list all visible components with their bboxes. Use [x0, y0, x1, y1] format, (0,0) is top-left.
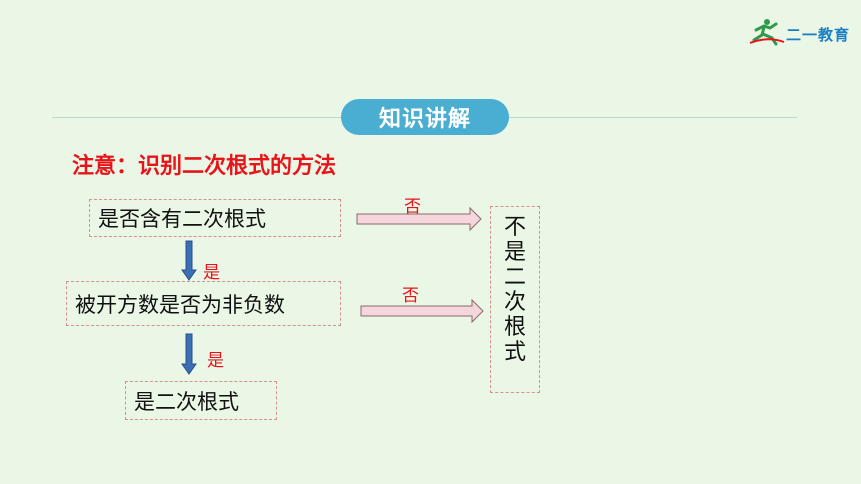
- label-yes-1: 是: [203, 263, 220, 283]
- section-badge: 知识讲解: [341, 99, 509, 135]
- step-is-sqrt-label: 是二次根式: [134, 389, 239, 414]
- arrow-right-icon: [356, 206, 482, 232]
- label-yes-2: 是: [207, 351, 224, 371]
- arrow-right-icon: [360, 298, 484, 324]
- brand-logo-icon: [749, 19, 785, 46]
- result-not-sqrt: 不是二次根式: [490, 206, 540, 393]
- step-is-sqrt: 是二次根式: [125, 381, 277, 420]
- label-no-2: 否: [402, 286, 419, 306]
- brand-name: 二一教育: [786, 26, 851, 44]
- result-not-sqrt-label: 不是二次根式: [503, 215, 526, 365]
- arrow-down-icon: [181, 333, 197, 375]
- arrow-down-icon: [181, 240, 197, 281]
- step-radicand-nonnegative-label: 被开方数是否为非负数: [75, 292, 285, 317]
- step-radicand-nonnegative: 被开方数是否为非负数: [66, 281, 341, 326]
- step-contains-sqrt: 是否含有二次根式: [89, 199, 341, 237]
- note-title: 注意：识别二次根式的方法: [72, 154, 337, 179]
- label-no-1: 否: [404, 197, 421, 217]
- step-contains-sqrt-label: 是否含有二次根式: [98, 207, 266, 231]
